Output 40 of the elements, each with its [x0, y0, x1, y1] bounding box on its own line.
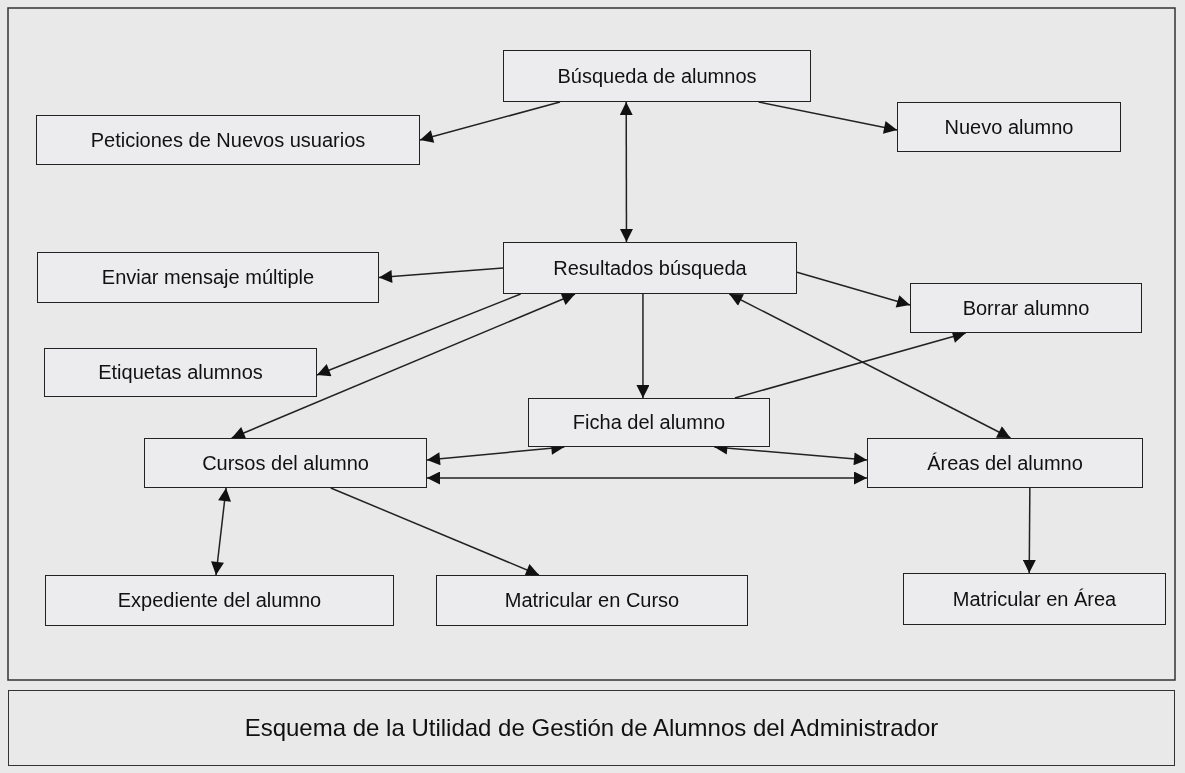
process-box — [867, 438, 1143, 488]
process-box — [910, 283, 1142, 333]
process-box — [436, 575, 748, 626]
box-label: Resultados búsqueda — [553, 256, 747, 280]
arrow — [378, 267, 504, 283]
box-label: Nuevo alumno — [944, 115, 1074, 139]
box-label: Expediente del alumno — [117, 589, 322, 612]
box-label: Búsqueda de alumnos — [557, 64, 757, 88]
arrow — [211, 487, 232, 576]
arrow — [619, 101, 633, 243]
process-box — [144, 438, 427, 488]
arrow — [1022, 487, 1036, 574]
box-label: Cursos del alumno — [202, 451, 369, 475]
box-label: Matricular en Curso — [504, 589, 680, 612]
arrow — [757, 101, 898, 134]
process-box — [903, 573, 1166, 625]
box-label: Peticiones de Nuevos usuarios — [90, 128, 366, 152]
process-box — [503, 242, 797, 294]
arrow — [636, 293, 650, 399]
box-label: Matricular en Área — [952, 587, 1117, 611]
arrow — [231, 293, 576, 439]
box-label: Etiquetas alumnos — [98, 361, 263, 384]
arrow — [419, 101, 561, 143]
process-box — [503, 50, 811, 102]
arrow — [426, 471, 868, 485]
process-box — [45, 575, 394, 626]
process-box — [44, 348, 317, 397]
arrow — [796, 271, 911, 308]
box-label: Ficha del alumno — [572, 411, 726, 434]
arrow — [728, 293, 1012, 439]
box-label: Enviar mensaje múltiple — [101, 266, 315, 289]
arrow — [330, 487, 540, 576]
caption: Esquema de la Utilidad de Gestión de Alumnos del Administrador — [244, 714, 939, 742]
process-box — [36, 115, 420, 165]
box-label: Borrar alumno — [962, 296, 1090, 320]
process-box — [37, 252, 379, 303]
box-label: Áreas del alumno — [927, 451, 1083, 475]
arrow — [316, 293, 522, 377]
process-box — [897, 102, 1121, 152]
process-box — [528, 398, 770, 447]
